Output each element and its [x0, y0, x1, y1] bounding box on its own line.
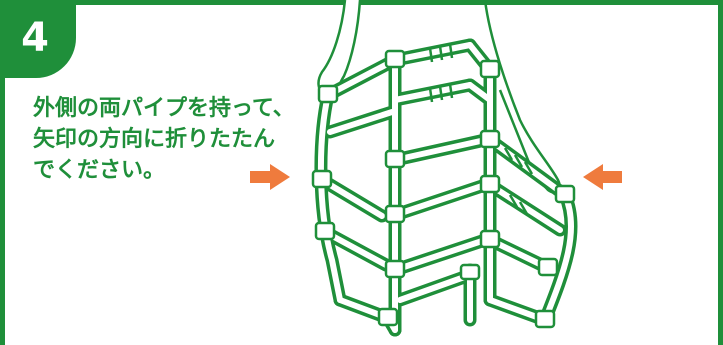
step-badge: 4	[5, 5, 76, 78]
pipe-frame	[314, 38, 578, 337]
arrow-right-icon	[250, 164, 290, 190]
pipe-grips	[428, 43, 534, 215]
step-number: 4	[21, 15, 49, 61]
instruction-text: 外側の両パイプを持って、 矢印の方向に折りたたん でください。	[33, 96, 295, 183]
pipe-joints	[311, 49, 576, 329]
arrow-left-icon	[583, 164, 622, 190]
